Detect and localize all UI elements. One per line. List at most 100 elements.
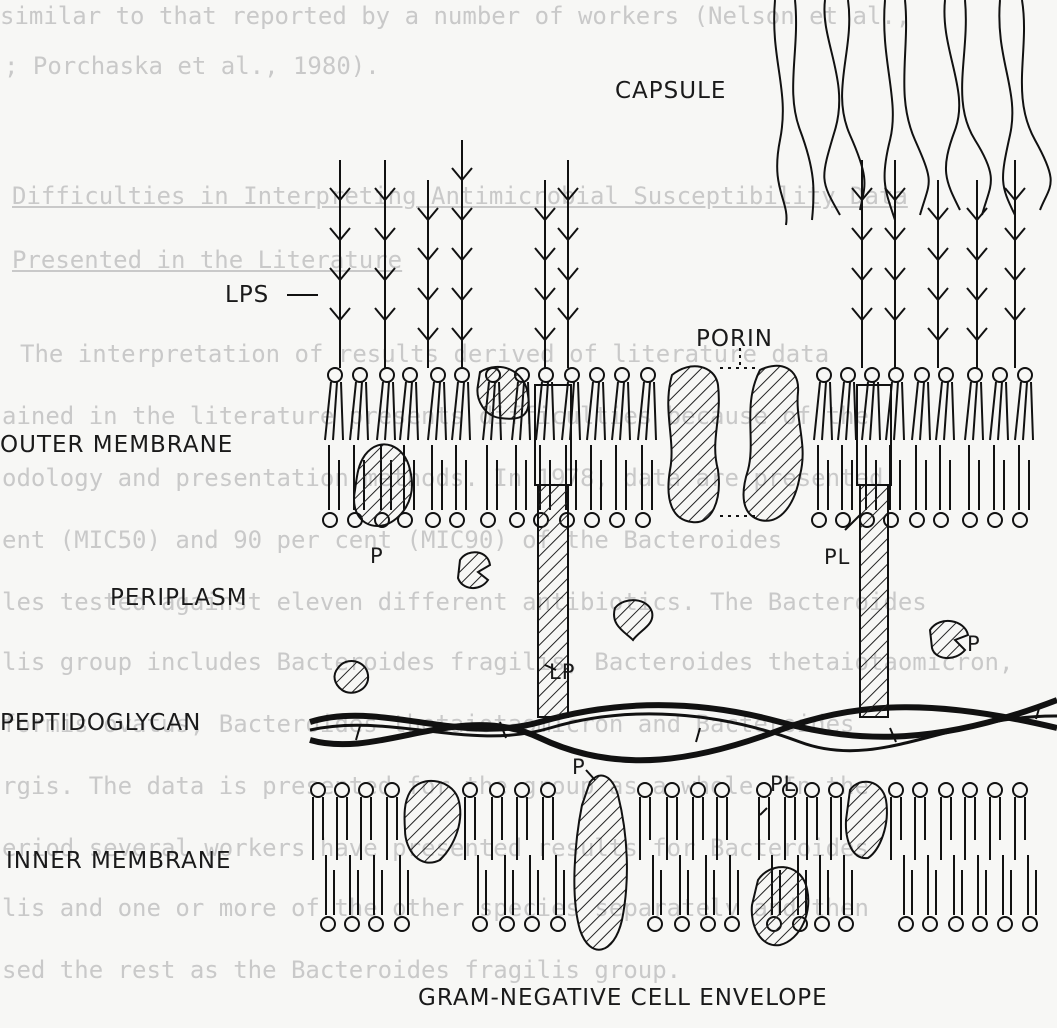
lipid-head (1018, 368, 1032, 382)
lipid-head (913, 783, 927, 797)
lps-chain (885, 160, 905, 368)
lipid-head (431, 368, 445, 382)
lipid-head (641, 368, 655, 382)
lps-chain (330, 160, 350, 368)
lipid-head (323, 513, 337, 527)
lps-chain (1005, 160, 1025, 368)
lipid-head (949, 917, 963, 931)
label-capsule: CAPSULE (615, 78, 726, 104)
lps-chain (418, 180, 438, 368)
lipid-head (638, 783, 652, 797)
lipid-head (565, 368, 579, 382)
lipid-head (403, 368, 417, 382)
lipid-head (345, 917, 359, 931)
lipid-head (934, 513, 948, 527)
lipid-head (923, 917, 937, 931)
lipid-head (963, 513, 977, 527)
lps-chain (452, 140, 472, 368)
capsule-strands (774, 0, 1051, 225)
lipid-head (615, 368, 629, 382)
lipid-head (359, 783, 373, 797)
lipid-head (395, 917, 409, 931)
lipid-head (426, 513, 440, 527)
label-outer-membrane: OUTER MEMBRANE (0, 432, 233, 458)
lipid-head (311, 783, 325, 797)
lipid-head (541, 783, 555, 797)
lipid-head (463, 783, 477, 797)
lipid-head (481, 513, 495, 527)
lipid-head (525, 917, 539, 931)
label-lp: LP (549, 660, 575, 684)
lipid-head (715, 783, 729, 797)
lipid-head (865, 368, 879, 382)
lipid-head (636, 513, 650, 527)
lipid-head (988, 783, 1002, 797)
lipid-head (585, 513, 599, 527)
lipid-head (328, 368, 342, 382)
label-periplasm: PERIPLASM (110, 585, 248, 611)
lipid-head (993, 368, 1007, 382)
label-p-outer: P (370, 544, 384, 568)
lipid-head (725, 917, 739, 931)
lipid-head (385, 783, 399, 797)
lipid-head (321, 917, 335, 931)
lipid-head (998, 917, 1012, 931)
lipid-head (973, 917, 987, 931)
lipid-head (889, 783, 903, 797)
lipid-head (369, 917, 383, 931)
lipid-head (335, 783, 349, 797)
lipid-head (988, 513, 1002, 527)
lps-chain (928, 180, 948, 368)
lipid-head (841, 368, 855, 382)
label-porin: PORIN (696, 326, 773, 352)
lipid-head (889, 368, 903, 382)
lipid-head (836, 513, 850, 527)
lipid-head (450, 513, 464, 527)
porin (668, 348, 802, 522)
lipid-head (1013, 513, 1027, 527)
lipid-head (610, 513, 624, 527)
lipid-head (939, 783, 953, 797)
label-p-inner: P (572, 755, 586, 779)
label-pl-inner: PL (770, 772, 796, 796)
lipid-head (899, 917, 913, 931)
lipid-head (353, 368, 367, 382)
lipid-head (490, 783, 504, 797)
lipid-head (551, 917, 565, 931)
lipid-head (380, 368, 394, 382)
lipid-head (1013, 783, 1027, 797)
lipid-head (915, 368, 929, 382)
label-inner-membrane: INNER MEMBRANE (6, 848, 232, 874)
lipid-head (1023, 917, 1037, 931)
lipid-head (500, 917, 514, 931)
lipid-head (815, 917, 829, 931)
label-lps: LPS (225, 282, 269, 308)
lipid-head (910, 513, 924, 527)
lipid-head (805, 783, 819, 797)
lipid-head (515, 783, 529, 797)
lipid-head (648, 917, 662, 931)
lipid-head (510, 513, 524, 527)
lipid-head (839, 917, 853, 931)
lipid-head (590, 368, 604, 382)
lipid-head (455, 368, 469, 382)
lipid-head (539, 368, 553, 382)
label-peptidoglycan: PEPTIDOGLYCAN (0, 710, 201, 736)
lipid-head (817, 368, 831, 382)
peptidoglycan-layer (310, 700, 1057, 760)
lps-chain (535, 180, 555, 368)
lps-chain (375, 160, 395, 368)
lipid-head (968, 368, 982, 382)
lipid-head (812, 513, 826, 527)
lps-chain (852, 160, 872, 368)
lps-chain (558, 160, 578, 368)
lipid-head (757, 783, 771, 797)
lipid-head (963, 783, 977, 797)
lipid-head (473, 917, 487, 931)
label-pl-outer: PL (824, 545, 850, 569)
lipid-head (665, 783, 679, 797)
caption: GRAM-NEGATIVE CELL ENVELOPE (418, 985, 828, 1011)
lipid-head (701, 917, 715, 931)
lipid-head (675, 917, 689, 931)
label-p-periplasm: P (967, 632, 981, 656)
